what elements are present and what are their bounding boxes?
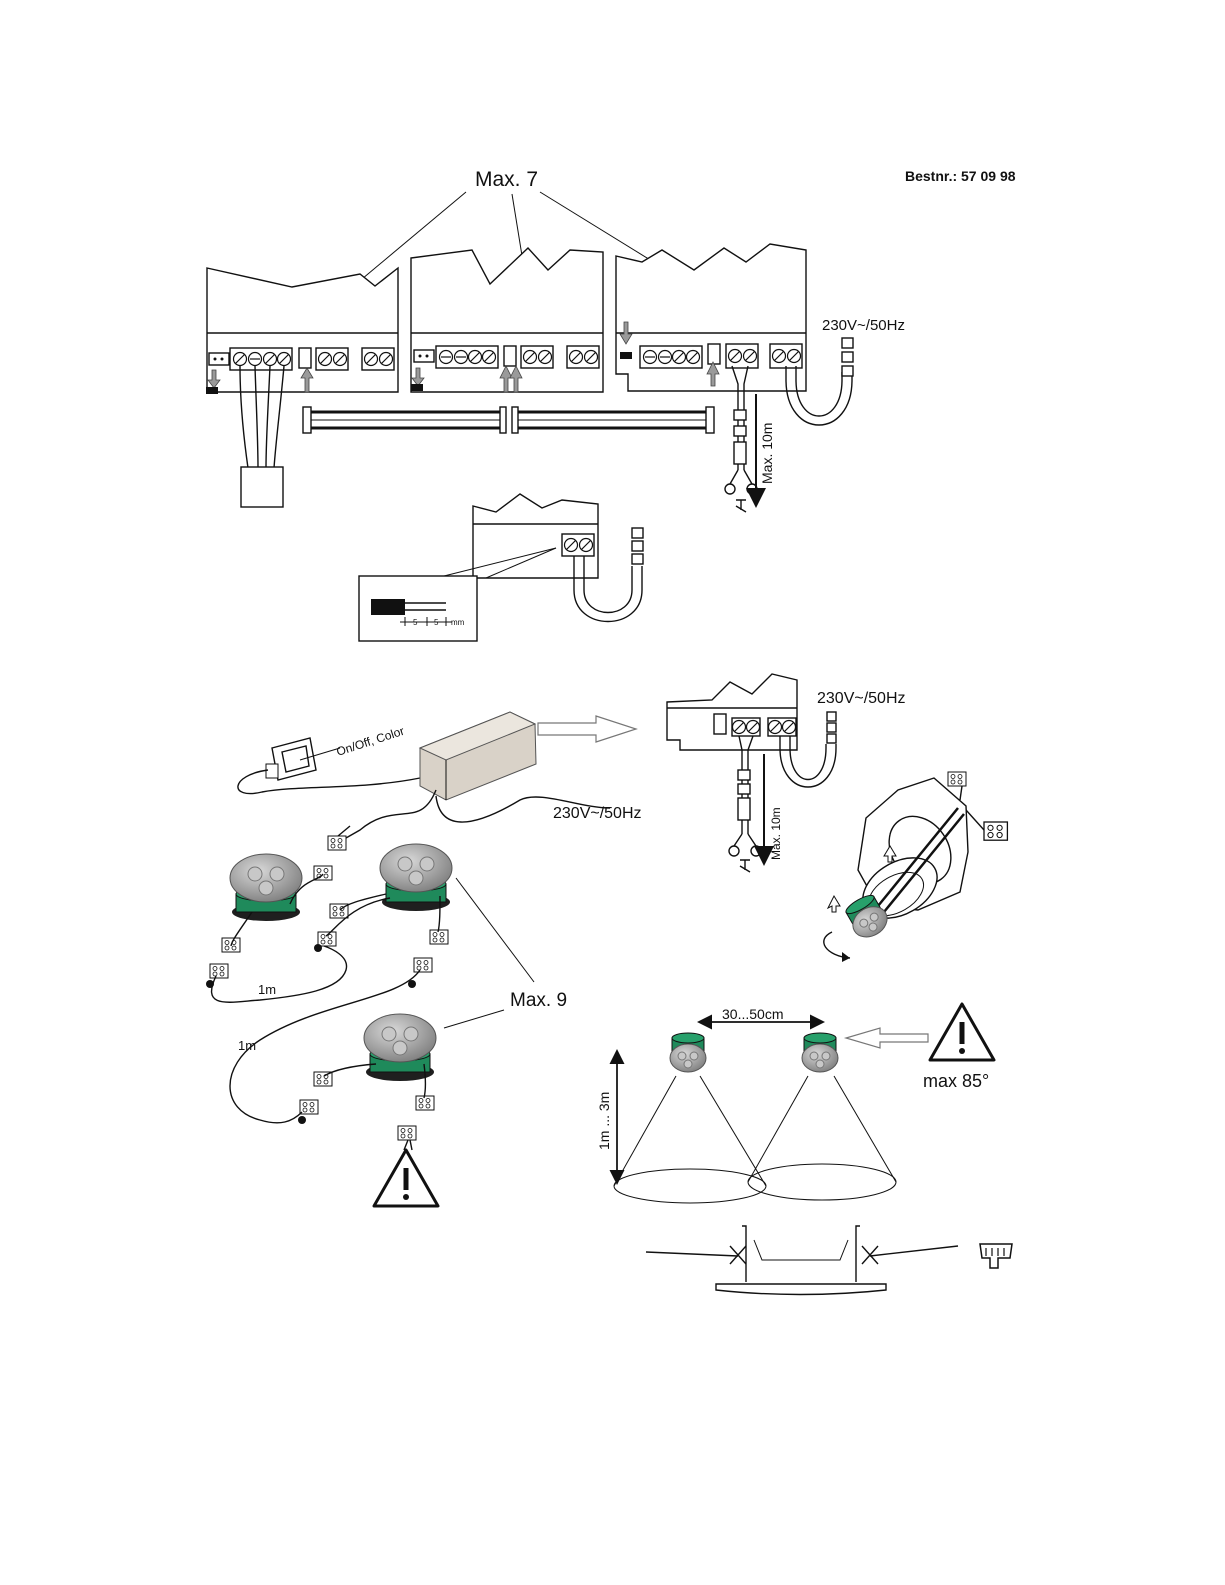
cable-1m-label-b: 1m xyxy=(238,1038,256,1053)
warning-icon xyxy=(374,1150,438,1206)
detail-module: Max. 10m xyxy=(667,674,836,872)
strip-dim-1: 5 xyxy=(413,618,418,627)
led-light-2 xyxy=(380,844,452,911)
max-units-label: Max. 7 xyxy=(475,168,538,191)
detail-cable-length-label: Max. 10m xyxy=(769,807,783,860)
ceiling-installation-view xyxy=(824,772,1008,962)
order-number: Bestnr.: 57 09 98 xyxy=(905,168,1016,184)
max-lights-label: Max. 9 xyxy=(510,990,567,1011)
cable-length-label: Max. 10m xyxy=(759,423,775,484)
temperature-label: max 85° xyxy=(923,1071,989,1091)
recessed-mount-cutaway xyxy=(646,1226,1012,1295)
driver-supply-label: 230V~/50Hz xyxy=(553,805,642,822)
cable-1m-label-a: 1m xyxy=(258,982,276,997)
led-light-1 xyxy=(230,854,302,921)
control-module-3: Max. 10m xyxy=(616,244,853,512)
strip-dim-2: 5 xyxy=(434,618,439,627)
wire-strip-detail: 5 5 mm xyxy=(359,494,643,641)
bus-cable xyxy=(303,407,714,433)
spacing-group: 30...50cm 1m ... 3m max 85° xyxy=(596,1004,1012,1295)
wall-controller: On/Off, Color xyxy=(238,724,420,794)
led-light-chain xyxy=(206,826,534,1150)
strip-dim-unit: mm xyxy=(451,618,465,627)
detail-supply-label: 230V~/50Hz xyxy=(817,690,906,707)
control-module-2 xyxy=(411,248,603,392)
supply-label-top: 230V~/50Hz xyxy=(822,317,905,334)
control-module-1 xyxy=(206,268,398,507)
led-spot-right xyxy=(802,1033,838,1072)
temperature-warning-icon xyxy=(930,1004,994,1060)
led-spot-left xyxy=(670,1033,706,1072)
controller-label: On/Off, Color xyxy=(335,724,406,759)
height-label: 1m ... 3m xyxy=(596,1092,612,1150)
distance-label: 30...50cm xyxy=(722,1006,783,1022)
top-modules-group: Max. 7 xyxy=(206,168,905,512)
